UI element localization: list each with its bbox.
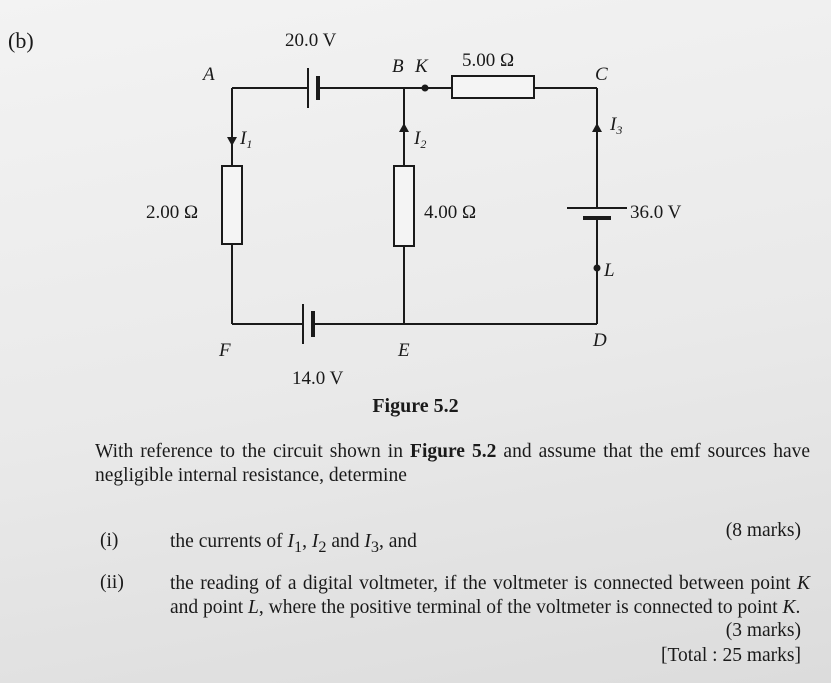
resistor-2-ohm <box>221 165 243 245</box>
node-label-k: K <box>414 56 429 77</box>
arrow-i3 <box>592 123 602 132</box>
node-label-b: B <box>392 56 404 77</box>
node-label-a: A <box>201 64 215 85</box>
resistor-5-ohm <box>451 75 535 99</box>
arrow-i2 <box>399 123 409 132</box>
total-marks: [Total : 25 marks] <box>661 645 801 666</box>
circuit-diagram: 20.0 V 5.00 Ω 2.00 Ω 4.00 Ω 36.0 V 14.0 … <box>146 30 682 389</box>
current-label-i1: I1 <box>239 128 252 151</box>
label-resistor-left: 2.00 Ω <box>146 202 198 223</box>
current-label-i3: I3 <box>609 114 622 137</box>
label-battery-right: 36.0 V <box>630 202 682 223</box>
node-label-c: C <box>595 64 608 85</box>
label-resistor-top: 5.00 Ω <box>462 50 514 71</box>
item-i-number: (i) <box>100 530 119 551</box>
node-label-f: F <box>218 340 231 361</box>
label-resistor-middle: 4.00 Ω <box>424 202 476 223</box>
item-ii-text: the reading of a digital voltmeter, if t… <box>170 573 810 618</box>
question-intro: With reference to the circuit shown in F… <box>95 441 811 486</box>
node-label-e: E <box>397 340 410 361</box>
node-k-dot <box>421 84 429 92</box>
node-l-dot <box>593 264 601 272</box>
current-label-i2: I2 <box>413 128 426 151</box>
arrow-i1 <box>227 137 237 146</box>
node-label-l: L <box>603 260 615 281</box>
label-battery-bottom: 14.0 V <box>292 368 344 389</box>
figure-caption: Figure 5.2 <box>372 395 459 417</box>
part-label: (b) <box>8 28 34 53</box>
item-i-text: the currents of I1, I2 and I3, and <box>170 531 417 556</box>
resistor-4-ohm <box>393 165 415 247</box>
item-i-marks: (8 marks) <box>725 520 801 541</box>
item-ii-number: (ii) <box>100 572 124 593</box>
label-battery-top: 20.0 V <box>285 30 337 51</box>
node-label-d: D <box>592 330 607 351</box>
item-ii-marks: (3 marks) <box>725 620 801 641</box>
